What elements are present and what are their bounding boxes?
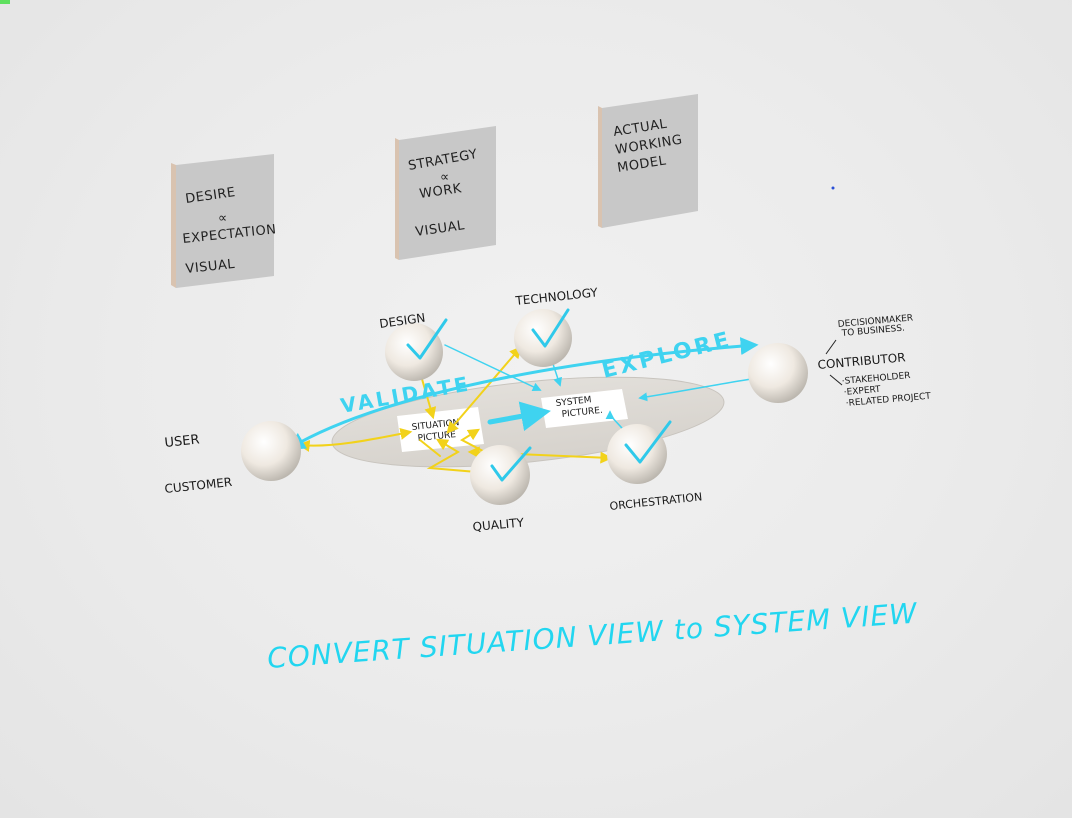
board-desire-expectation: DESIRE ∝ EXPECTATION VISUAL xyxy=(171,154,277,288)
label-quality: QUALITY xyxy=(472,516,525,534)
sphere-contributor xyxy=(748,343,808,403)
label-user: USER xyxy=(164,432,200,451)
corner-mark xyxy=(0,0,10,4)
dot-mark xyxy=(832,187,835,190)
sphere-user xyxy=(241,421,301,481)
sphere-orchestration xyxy=(607,424,667,484)
board1-line2: ∝ xyxy=(218,211,228,226)
label-customer: CUSTOMER xyxy=(164,475,233,496)
label-technology: TECHNOLOGY xyxy=(514,285,599,308)
label-explore: EXPLORE xyxy=(599,327,734,383)
contributor-connector-2 xyxy=(830,375,842,385)
contributor-connector xyxy=(826,340,836,354)
contributor-notes: DECISIONMAKER TO BUSINESS. CONTRIBUTOR ·… xyxy=(817,313,932,409)
board-strategy-work: STRATEGY ∝ WORK VISUAL xyxy=(395,126,496,260)
board-actual-working-model: ACTUAL WORKING MODEL xyxy=(598,94,698,228)
label-orchestration: ORCHESTRATION xyxy=(609,490,703,513)
contributor-title: CONTRIBUTOR xyxy=(817,350,906,372)
caption: CONVERT SITUATION VIEW to SYSTEM VIEW xyxy=(266,597,919,675)
